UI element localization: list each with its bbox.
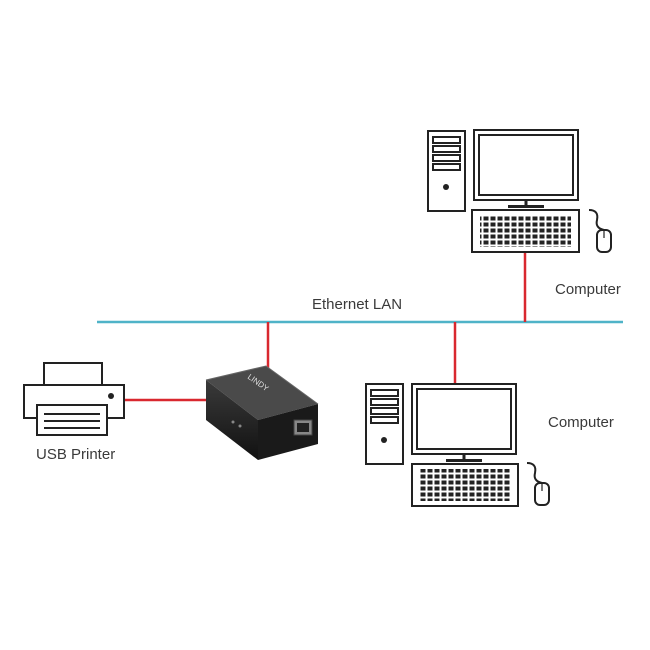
mouse-icon [588,209,612,253]
print-server-device: LINDY [205,365,319,460]
computer-bottom-label: Computer [548,414,614,431]
usb-printer-label: USB Printer [36,446,115,463]
mouse-icon [526,462,550,506]
ethernet-lan-label: Ethernet LAN [312,296,402,313]
monitor-icon [411,383,517,462]
ethernet-port-icon [293,419,313,436]
keyboard-icon [471,209,580,253]
monitor-icon [473,129,579,208]
keyboard-icon [411,463,519,507]
tower-icon [427,130,466,212]
computer-bottom [365,383,550,507]
computer-top [427,129,612,253]
printer-icon [23,362,125,436]
computer-top-label: Computer [555,281,621,298]
tower-icon [365,383,404,465]
